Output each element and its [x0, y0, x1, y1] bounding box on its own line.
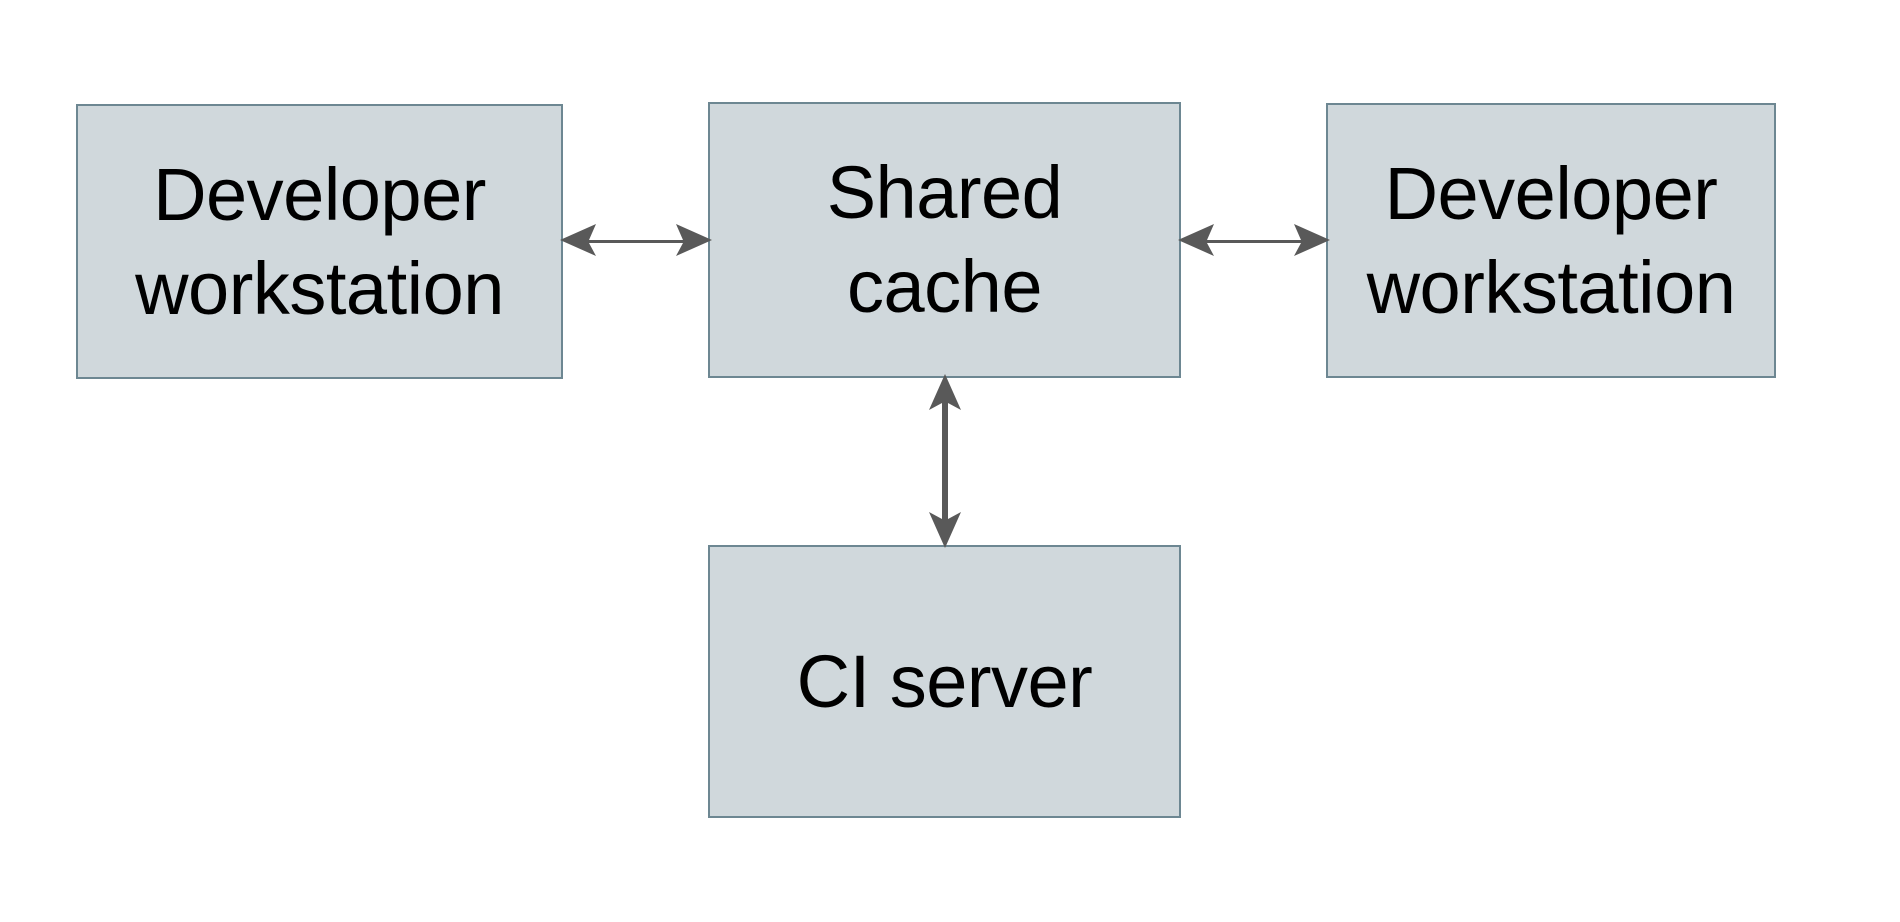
node-label-shared-cache: Shared cache: [826, 151, 1063, 328]
node-label-ci-server: CI server: [796, 639, 1093, 723]
node-developer-workstation-left[interactable]: Developer workstation: [76, 104, 563, 379]
node-ci-server[interactable]: CI server: [708, 545, 1181, 818]
connector-bottom-bidirectional-arrow: [929, 374, 961, 548]
connector-left-bidirectional-arrow: [560, 224, 712, 256]
connector-right-bidirectional-arrow: [1178, 224, 1330, 256]
node-label-developer-workstation-right: Developer workstation: [1366, 151, 1736, 329]
node-developer-workstation-right[interactable]: Developer workstation: [1326, 103, 1776, 378]
node-label-developer-workstation-left: Developer workstation: [135, 152, 504, 330]
node-shared-cache[interactable]: Shared cache: [708, 102, 1181, 378]
